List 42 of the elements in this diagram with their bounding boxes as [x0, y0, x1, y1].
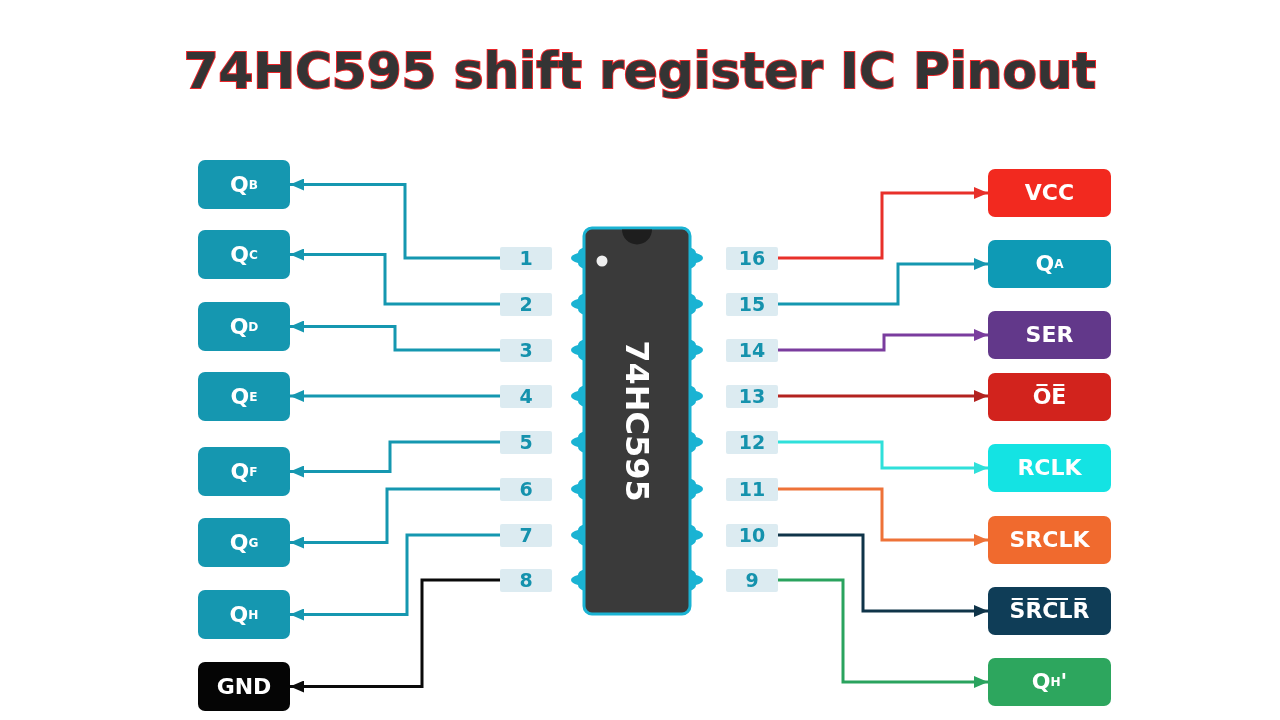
pin-number: 11 [726, 477, 778, 501]
pin-number: 2 [500, 292, 552, 316]
pin-name-label: RCLK [988, 444, 1111, 492]
arrow [290, 178, 500, 260]
pin-name-label: SER [988, 311, 1111, 359]
arrow [290, 440, 500, 478]
pin-number: 6 [500, 477, 552, 501]
pin-number: 7 [500, 523, 552, 547]
arrow [778, 258, 988, 306]
title: 74HC595 shift register IC Pinout [183, 44, 1097, 99]
pin-number: 9 [726, 568, 778, 592]
arrow [290, 248, 500, 306]
arrow [778, 390, 988, 402]
pin-name-label: O̅E̅ [988, 373, 1111, 421]
pin-name-label: GND [198, 662, 290, 711]
pin-name-label: SRCLK [988, 516, 1111, 564]
pin-number: 14 [726, 338, 778, 362]
pin-number: 4 [500, 384, 552, 408]
pin-name-label: S̅R̅C̅L̅R̅ [988, 587, 1111, 635]
chip-label: 74HC595 [621, 340, 653, 502]
pin-number: 8 [500, 568, 552, 592]
arrow [778, 329, 988, 352]
pin-number: 1 [500, 246, 552, 270]
pin-name-label: VCC [988, 169, 1111, 217]
arrow [778, 578, 988, 688]
arrow [290, 533, 500, 621]
arrow [290, 487, 500, 549]
pin-number: 5 [500, 430, 552, 454]
ic-chip [570, 226, 704, 616]
arrow [290, 390, 500, 402]
arrow [290, 578, 500, 693]
pin-number: 15 [726, 292, 778, 316]
pin-number: 13 [726, 384, 778, 408]
arrow [778, 487, 988, 546]
arrow [778, 533, 988, 617]
arrow [778, 440, 988, 474]
arrow [778, 187, 988, 260]
pin-number: 16 [726, 246, 778, 270]
pin-number: 10 [726, 523, 778, 547]
pin-number: 12 [726, 430, 778, 454]
arrow [290, 320, 500, 352]
pin-number: 3 [500, 338, 552, 362]
